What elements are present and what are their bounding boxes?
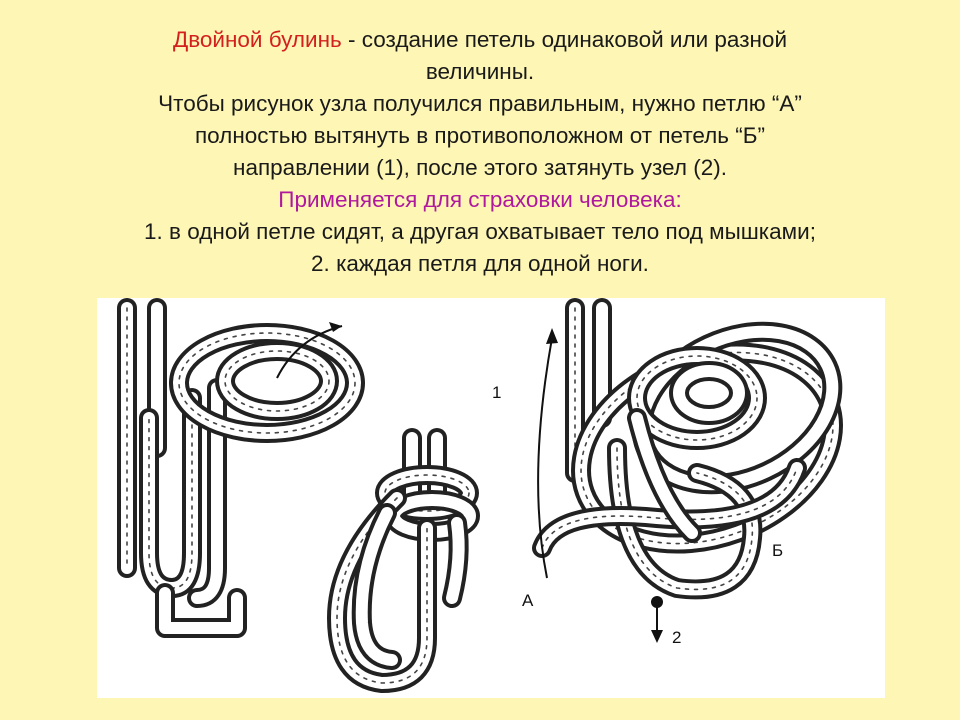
arrow-label-1: 1 <box>492 383 501 402</box>
description-text: Двойной булинь - создание петель одинако… <box>0 24 960 280</box>
title-highlight: Двойной булинь <box>172 27 342 52</box>
title-continuation: величины. <box>425 59 535 84</box>
loop-label-b: Б <box>772 541 783 560</box>
description-line-2: полностью вытянуть в противоположном от … <box>194 123 765 148</box>
description-line-1: Чтобы рисунок узла получился правильным,… <box>158 91 802 116</box>
usage-heading: Применяется для страховки человека: <box>278 187 682 212</box>
title-rest: - создание петель одинаковой или разной <box>341 27 788 52</box>
usage-item-2: 2. каждая петля для одной ноги. <box>311 251 649 276</box>
knot-illustration: 1 2 А Б <box>97 298 885 698</box>
title-line: Двойной булинь - создание петель одинако… <box>0 24 960 56</box>
usage-item-1: 1. в одной петле сидят, а другая охватыв… <box>144 219 816 244</box>
knot-step-1-figure <box>117 298 365 638</box>
arrow-label-2: 2 <box>672 628 681 647</box>
loop-label-a: А <box>522 591 534 610</box>
description-line-3: направлении (1), после этого затянуть уз… <box>233 155 727 180</box>
double-bowline-figure <box>532 298 843 643</box>
knot-tightened-figure <box>327 428 480 693</box>
knot-drawing: 1 2 А Б <box>117 298 843 693</box>
